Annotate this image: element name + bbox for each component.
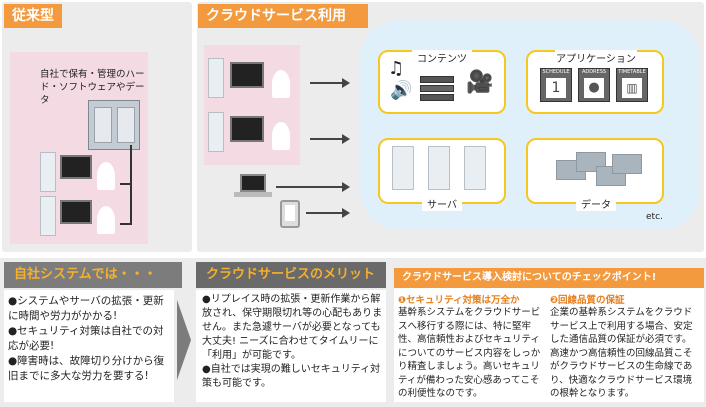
etc-label: etc. [646,212,663,222]
address-person-icon: ● [584,78,604,98]
cloud-merit-body-box [196,290,386,402]
checkpoints-title: クラウドサービス導入検討についてのチェックポイント! [394,268,704,288]
app-tile-schedule-label: SCHEDULE [542,69,570,75]
pc-tower-icon [208,58,224,98]
checkpoint-item-1: ❶セキュリティ対策は万全か 基幹系システムをクラウドサービスへ移行する際には、特… [398,292,544,401]
music-note-icon: ♫ [388,58,405,79]
monitor-icon [60,200,92,224]
app-tile-number: 1 [546,78,566,98]
tablet-icon [280,200,300,228]
category-application-label: アプリケーション [555,50,637,65]
monitor-icon [230,62,264,88]
arrow-right-icon [276,182,350,192]
app-tile-timetable-label: TIMETABLE [618,69,646,75]
monitor-icon [230,116,264,142]
pc-tower-icon [208,112,224,152]
monitor-icon [60,155,92,179]
movie-camera-icon: 🎥 [466,70,494,95]
app-tile-address: ADDRESS ● [578,68,610,102]
own-system-points: ●システムやサーバの拡張・更新に時間や労力がかかる! ●セキュリティ対策は自社で… [8,294,172,384]
return-arrow-icon [120,145,132,185]
own-system-point: ●障害時は、故障切り分けから復旧までに多大な労力を要する! [8,355,165,382]
train-icon: ▥ [622,78,642,98]
checkpoint-heading: ❷回線品質の保証 [550,295,625,306]
cloud-merit-title-text: クラウドサービスのメリット [206,267,376,282]
own-system-title: 自社システムでは・・・ [4,262,182,288]
arrow-right-icon [306,208,350,218]
cloud-merit-title: クラウドサービスのメリット [196,262,386,288]
own-system-point: ●セキュリティ対策は自社での対応が必要! [8,325,164,352]
cloud-merit-point: ●自社では実現の難しいセキュリティ対策も可能です。 [202,364,381,389]
cloud-usage-title: クラウドサービス利用 [198,4,368,28]
own-system-point: ●システムやサーバの拡張・更新に時間や労力がかかる! [8,295,164,322]
server-icon [464,146,486,190]
folder-icon [612,154,642,174]
server-icon [428,146,450,190]
server-rack-icon [88,100,140,150]
cloud-merit-point: ●リプレイス時の拡張・更新作業から解放され、保守期限切れ等の心配もありません。ま… [202,294,383,361]
traditional-title: 従来型 [4,4,62,28]
own-system-body-box [4,290,174,402]
checkpoint-heading: ❶セキュリティ対策は万全か [398,295,520,306]
laptop-icon [234,174,272,198]
traditional-note: 自社で保有・管理のハード・ソフトウェアやデータ [40,69,145,106]
pc-tower-icon [40,152,56,192]
person-icon [272,122,290,150]
checkpoint-body: 企業の基幹系システムをクラウドサービス上で利用する場合、安定した通信品質の保証が… [550,307,693,399]
person-icon [97,206,115,234]
checkpoint-body: 基幹系システムをクラウドサービスへ移行する際には、特に堅牢性、高信頼性およびセキ… [398,307,541,399]
checkpoints-body-box [394,288,704,402]
return-arrow-icon [120,185,132,225]
category-data-label: データ [576,196,616,211]
person-icon [97,162,115,190]
app-tile-schedule: SCHEDULE 1 [540,68,572,102]
speaker-icon: 🔊 [390,80,413,101]
category-contents-label: コンテンツ [412,50,472,65]
pc-tower-icon [40,196,56,236]
chevron-right-icon [177,300,191,380]
arrow-right-icon [310,134,350,144]
checkpoint-item-2: ❷回線品質の保証 企業の基幹系システムをクラウドサービス上で利用する場合、安定し… [550,292,700,401]
books-icon [420,76,454,102]
person-icon [272,70,290,98]
arrow-right-icon [310,78,350,88]
app-tile-address-label: ADDRESS [581,69,607,75]
server-icon [392,146,414,190]
category-server-label: サーバ [422,196,462,211]
app-tile-timetable: TIMETABLE ▥ [616,68,648,102]
cloud-merit-points: ●リプレイス時の拡張・更新作業から解放され、保守期限切れ等の心配もありません。ま… [202,293,384,391]
